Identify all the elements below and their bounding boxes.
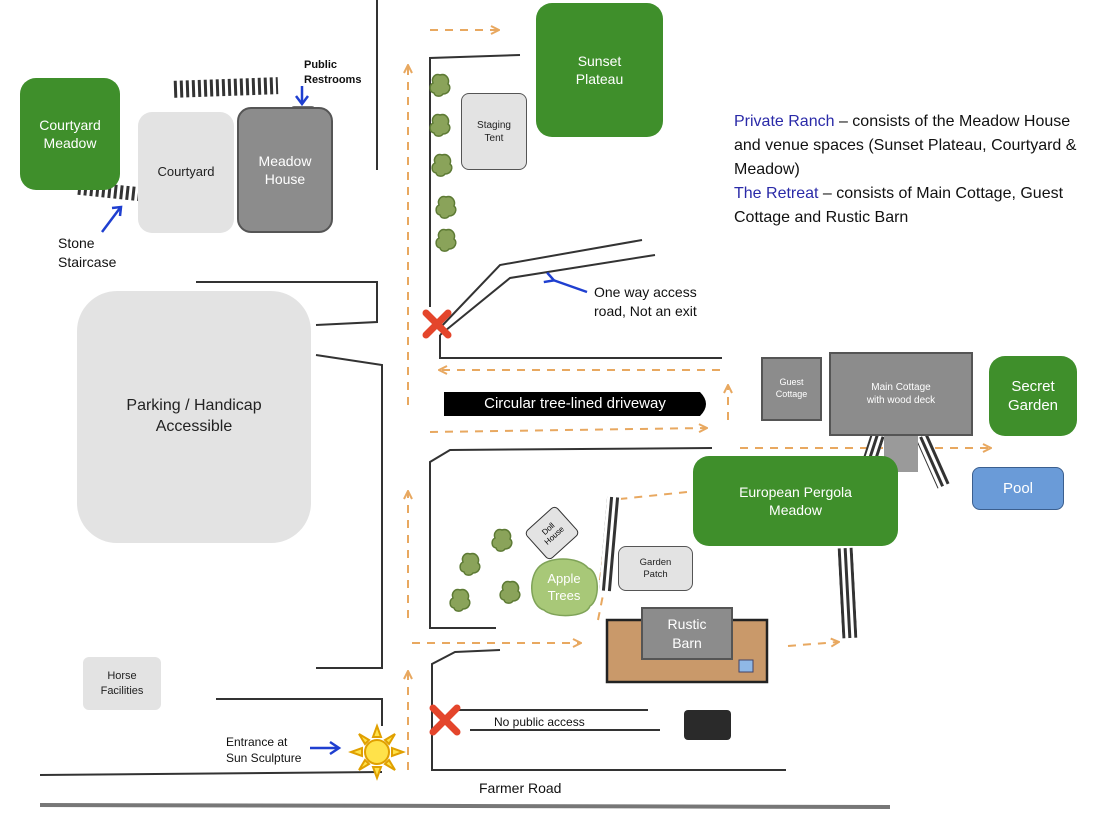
roads — [39, 0, 786, 776]
public-restrooms-label: Public Restrooms — [304, 59, 362, 86]
arrow-pointer-icon — [101, 86, 588, 756]
courtyard-meadow: Courtyard Meadow — [20, 78, 120, 190]
legend: Private Ranch – consists of the Meadow H… — [734, 110, 1084, 230]
horse-facilities: Horse Facilities — [83, 657, 161, 710]
meadow-house: Meadow House — [237, 107, 333, 233]
entrance-label: Entrance at Sun Sculpture — [226, 735, 302, 766]
apple-trees-blob — [531, 558, 598, 617]
barn-small-window-icon — [738, 659, 754, 673]
legend-retreat-title: The Retreat — [734, 185, 819, 202]
driveway-shape — [444, 392, 706, 416]
staging-tent: Staging Tent — [461, 93, 527, 170]
secret-garden: Secret Garden — [989, 356, 1077, 436]
legend-private-ranch-title: Private Ranch — [734, 113, 835, 130]
walking-paths — [408, 30, 990, 770]
sunset-plateau: Sunset Plateau — [536, 3, 663, 137]
one-way-road-label: One way access road, Not an exit — [594, 284, 697, 319]
sun-sculpture-icon — [348, 723, 406, 781]
no-entry-x-icon — [422, 309, 461, 736]
apple-trees: Apple Trees — [547, 571, 581, 603]
legend-retreat-desc: – consists of Main Cottage, Guest Cottag… — [734, 185, 1064, 226]
main-cottage: Main Cottage with wood deck — [829, 352, 973, 436]
rustic-barn: Rustic Barn — [641, 607, 733, 660]
farmer-road — [39, 803, 891, 809]
courtyard: Courtyard — [138, 112, 234, 233]
stone-staircase-label: Stone Staircase — [58, 235, 117, 270]
pool: Pool — [972, 467, 1064, 510]
farmer-road-label: Farmer Road — [479, 780, 562, 796]
driveway-label: Circular tree-lined driveway — [484, 395, 666, 413]
guest-cottage: Guest Cottage — [761, 357, 822, 421]
legend-private-ranch-desc: – consists of the Meadow House and venue… — [734, 113, 1077, 178]
parking-area: Parking / Handicap Accessible — [77, 291, 311, 543]
no-public-access-label: No public access — [494, 715, 585, 729]
european-pergola-meadow: European Pergola Meadow — [693, 456, 898, 546]
storage-building — [684, 710, 731, 740]
garden-patch: Garden Patch — [618, 546, 693, 591]
